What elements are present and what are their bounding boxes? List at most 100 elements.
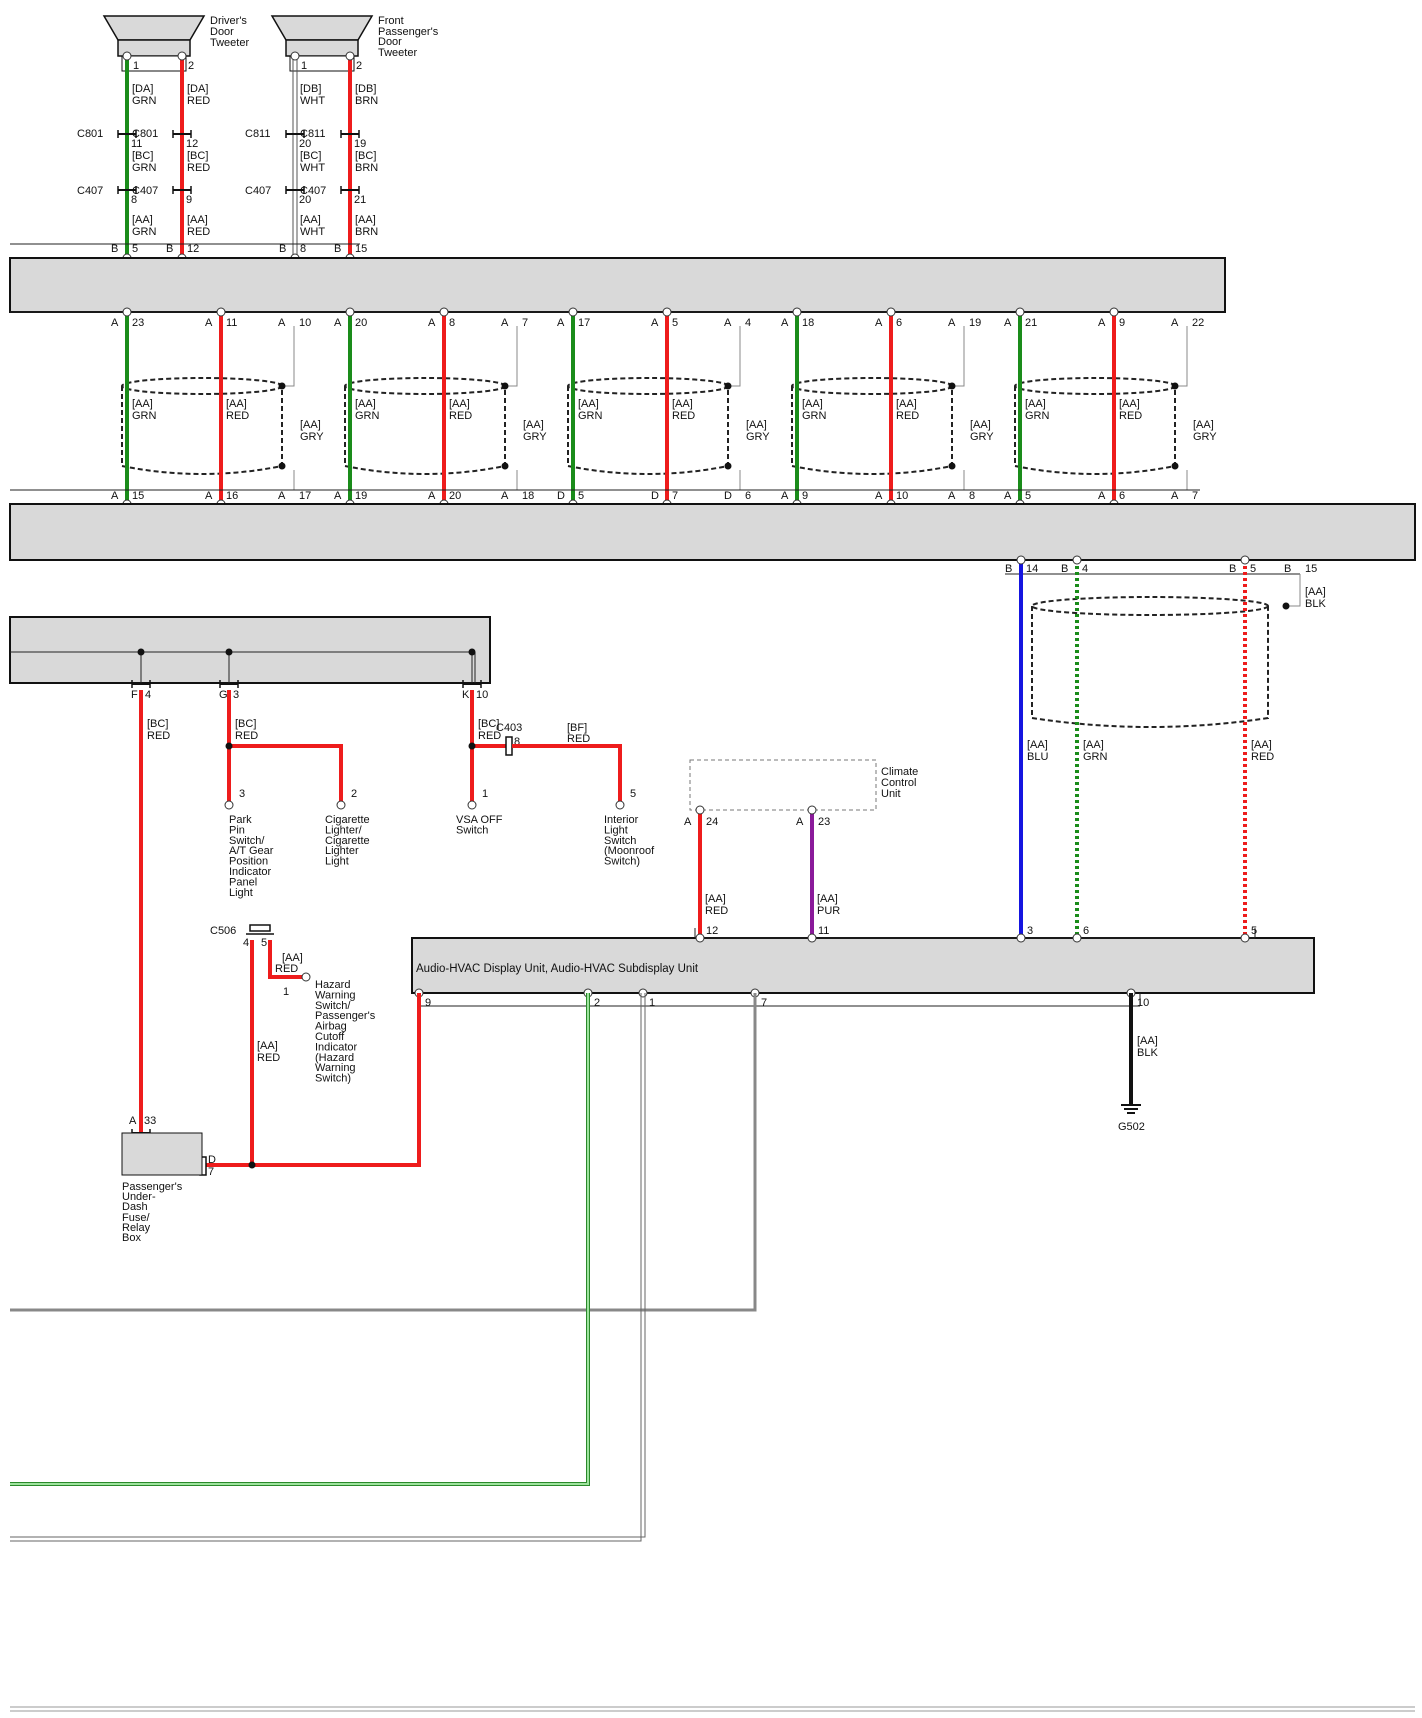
wire-label: GRN: [132, 410, 157, 422]
connector-letter: B: [1284, 563, 1291, 575]
connector-letter: B: [1005, 563, 1012, 575]
unit-pin-number: 22: [1192, 317, 1204, 329]
shield-drain-dot: [1282, 602, 1290, 610]
unit-pin-number: 10: [476, 689, 488, 701]
connector-letter: A: [781, 317, 789, 329]
wire-segment-label: [BC]: [132, 150, 153, 162]
hazard-name: Warning: [315, 1062, 356, 1074]
middle-unit-bar: [9, 503, 1416, 561]
tweeter-pin: [290, 51, 300, 61]
unit-pin-number: 15: [132, 490, 144, 502]
shield-drain-dot: [948, 462, 956, 470]
drain-wire: [1173, 326, 1188, 387]
wire-label: [AA]: [1193, 419, 1214, 431]
wire-label: [AA]: [300, 419, 321, 431]
wire-wht-edge: [10, 993, 646, 1538]
unit-pin-number: 23: [818, 816, 830, 828]
c506-name: C506: [210, 925, 236, 937]
hazard-name: Airbag: [315, 1021, 347, 1033]
fusebox-label-4: Fuse/: [122, 1212, 150, 1224]
switch-name: Switch: [456, 824, 488, 836]
hazard-name: (Hazard: [315, 1052, 354, 1064]
wire-label: RED: [226, 410, 249, 422]
drain-wire: [503, 326, 518, 387]
connector-letter: D: [651, 490, 659, 502]
wire-label: [AA]: [970, 419, 991, 431]
connector-letter: D: [724, 490, 732, 502]
passenger-door-tweeter: Front Passenger's Door Tweeter: [270, 15, 439, 72]
wire-label: PUR: [817, 905, 840, 917]
passenger-tweeter-label-3: Door: [378, 36, 402, 48]
connector-letter: A: [948, 317, 956, 329]
shield-body: [344, 386, 506, 475]
unit-pin-number: 5: [132, 243, 138, 255]
tweeter-pin: [177, 51, 187, 61]
connector-letter: D: [557, 490, 565, 502]
wire-label: GRY: [523, 431, 547, 443]
unit-pin-number: 15: [1305, 563, 1317, 575]
connector-letter: B: [1229, 563, 1236, 575]
switch-name: Switch: [604, 835, 636, 847]
wire-label: RED: [567, 733, 590, 745]
hazard-name: Passenger's: [315, 1010, 376, 1022]
unit-pin-number: 7: [672, 490, 678, 502]
unit-pin: [216, 307, 226, 317]
driver-tweeter-label-3: Tweeter: [210, 37, 249, 49]
wire-segment-label: [AA]: [300, 214, 321, 226]
switch-pin-number: 5: [630, 788, 636, 800]
unit-pin-number: 15: [355, 243, 367, 255]
fusebox-label-2: Under-: [122, 1191, 156, 1203]
connector-letter: A: [334, 490, 342, 502]
unit-pin-number: 20: [449, 490, 461, 502]
wire-label: [AA]: [1119, 398, 1140, 410]
wire-label: [BF]: [567, 722, 587, 734]
unit-pin-number: 8: [300, 243, 306, 255]
tweeter-pin-number: 2: [188, 60, 194, 72]
display-pin-number: 1: [649, 997, 655, 1009]
wire-label: [AA]: [817, 893, 838, 905]
hazard-pin-number: 1: [283, 986, 289, 998]
shield-body: [121, 386, 283, 475]
wire-c506-hazard: [268, 940, 304, 979]
unit-pin-number: 24: [706, 816, 718, 828]
connector-letter: A: [278, 317, 286, 329]
wire-label: RED: [235, 730, 258, 742]
climate-label-3: Unit: [881, 788, 901, 800]
hazard-name: Indicator: [315, 1041, 358, 1053]
connector-letter: A: [205, 317, 213, 329]
upper-unit-bar: [9, 257, 1226, 313]
driver-tweeter-label-1: Driver's: [210, 15, 247, 27]
switch-pin: [224, 800, 234, 810]
tweeter-pin-number: 2: [356, 60, 362, 72]
wire-ltgrn-core: [10, 993, 589, 1485]
wire-label: BLK: [1305, 598, 1326, 610]
switch-name: Cigarette: [325, 814, 370, 826]
connector-letter: A: [796, 816, 804, 828]
unit-pin-number: 6: [1119, 490, 1125, 502]
tweeter-pin: [122, 51, 132, 61]
connector-letter: A: [428, 317, 436, 329]
inline-connector-pin: 9: [186, 194, 192, 206]
wire-label: GRN: [1025, 410, 1050, 422]
display-pin: [1016, 933, 1026, 943]
shield-body: [567, 386, 729, 475]
switch-name: Switch): [604, 856, 640, 868]
switch-name: Light: [229, 887, 253, 899]
connector-letter: A: [428, 490, 436, 502]
wire-label: [AA]: [746, 419, 767, 431]
shield-top: [121, 377, 283, 395]
wire-label: RED: [275, 963, 298, 975]
unit-pin: [568, 307, 578, 317]
wire-label: GRY: [746, 431, 770, 443]
connector-letter: A: [278, 490, 286, 502]
unit-pin-number: 7: [522, 317, 528, 329]
hazard-pin: [301, 972, 311, 982]
tweeter-pin: [345, 51, 355, 61]
shield-top: [567, 377, 729, 395]
wire-label: GRY: [1193, 431, 1217, 443]
wire-segment-label: [BC]: [187, 150, 208, 162]
inline-connector-pin: 20: [299, 194, 311, 206]
ground-name: G502: [1118, 1121, 1145, 1133]
display-pin-number: 10: [1137, 997, 1149, 1009]
